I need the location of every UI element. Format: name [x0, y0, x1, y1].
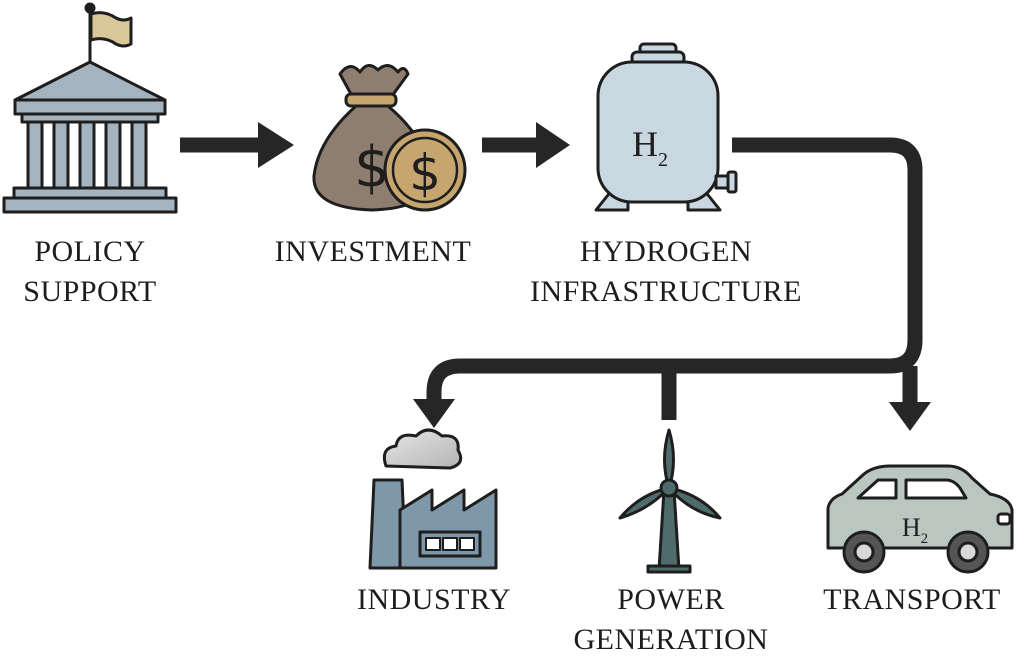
- car-h-symbol: H: [902, 513, 921, 542]
- smoke-cloud: [382, 428, 463, 470]
- arrow-policy-to-investment: [180, 122, 294, 168]
- label-policy-support-line1: POLICY: [34, 235, 146, 268]
- label-transport: TRANSPORT: [814, 580, 1010, 620]
- label-industry: INDUSTRY: [346, 580, 522, 620]
- label-policy-support-line2: SUPPORT: [23, 275, 157, 308]
- label-investment-line1: INVESTMENT: [274, 235, 472, 268]
- svg-text:H2: H2: [902, 513, 928, 547]
- arrow-to-industry: [413, 399, 455, 428]
- government-building-icon: [2, 2, 178, 214]
- label-industry-line1: INDUSTRY: [356, 583, 511, 616]
- hydrogen-tank-icon: H2: [594, 42, 738, 212]
- label-power-generation: POWER GENERATION: [568, 580, 774, 660]
- arrow-to-transport: [889, 402, 931, 431]
- tank-subscript: 2: [658, 149, 668, 171]
- label-policy-support: POLICY SUPPORT: [6, 232, 174, 312]
- dollar-sign-coin: $: [409, 144, 441, 202]
- svg-text:H2: H2: [632, 124, 668, 171]
- label-hydrogen-infrastructure-line1: HYDROGEN: [579, 235, 753, 268]
- wind-turbine-icon: [618, 428, 722, 574]
- money-bag-icon: $ $: [312, 64, 467, 212]
- arrow-investment-to-infrastructure: [482, 122, 570, 168]
- label-power-generation-line1: POWER: [617, 583, 725, 616]
- factory-icon: [368, 428, 498, 570]
- tank-h-symbol: H: [632, 124, 658, 164]
- label-hydrogen-infrastructure: HYDROGEN INFRASTRUCTURE: [520, 232, 812, 312]
- label-hydrogen-infrastructure-line2: INFRASTRUCTURE: [529, 275, 803, 308]
- label-power-generation-line2: GENERATION: [573, 623, 769, 656]
- distribution-pipe: [426, 137, 923, 420]
- car-icon: H2: [826, 464, 1014, 574]
- car-subscript: 2: [921, 531, 929, 547]
- label-transport-line1: TRANSPORT: [823, 583, 1001, 616]
- label-investment: INVESTMENT: [262, 232, 484, 272]
